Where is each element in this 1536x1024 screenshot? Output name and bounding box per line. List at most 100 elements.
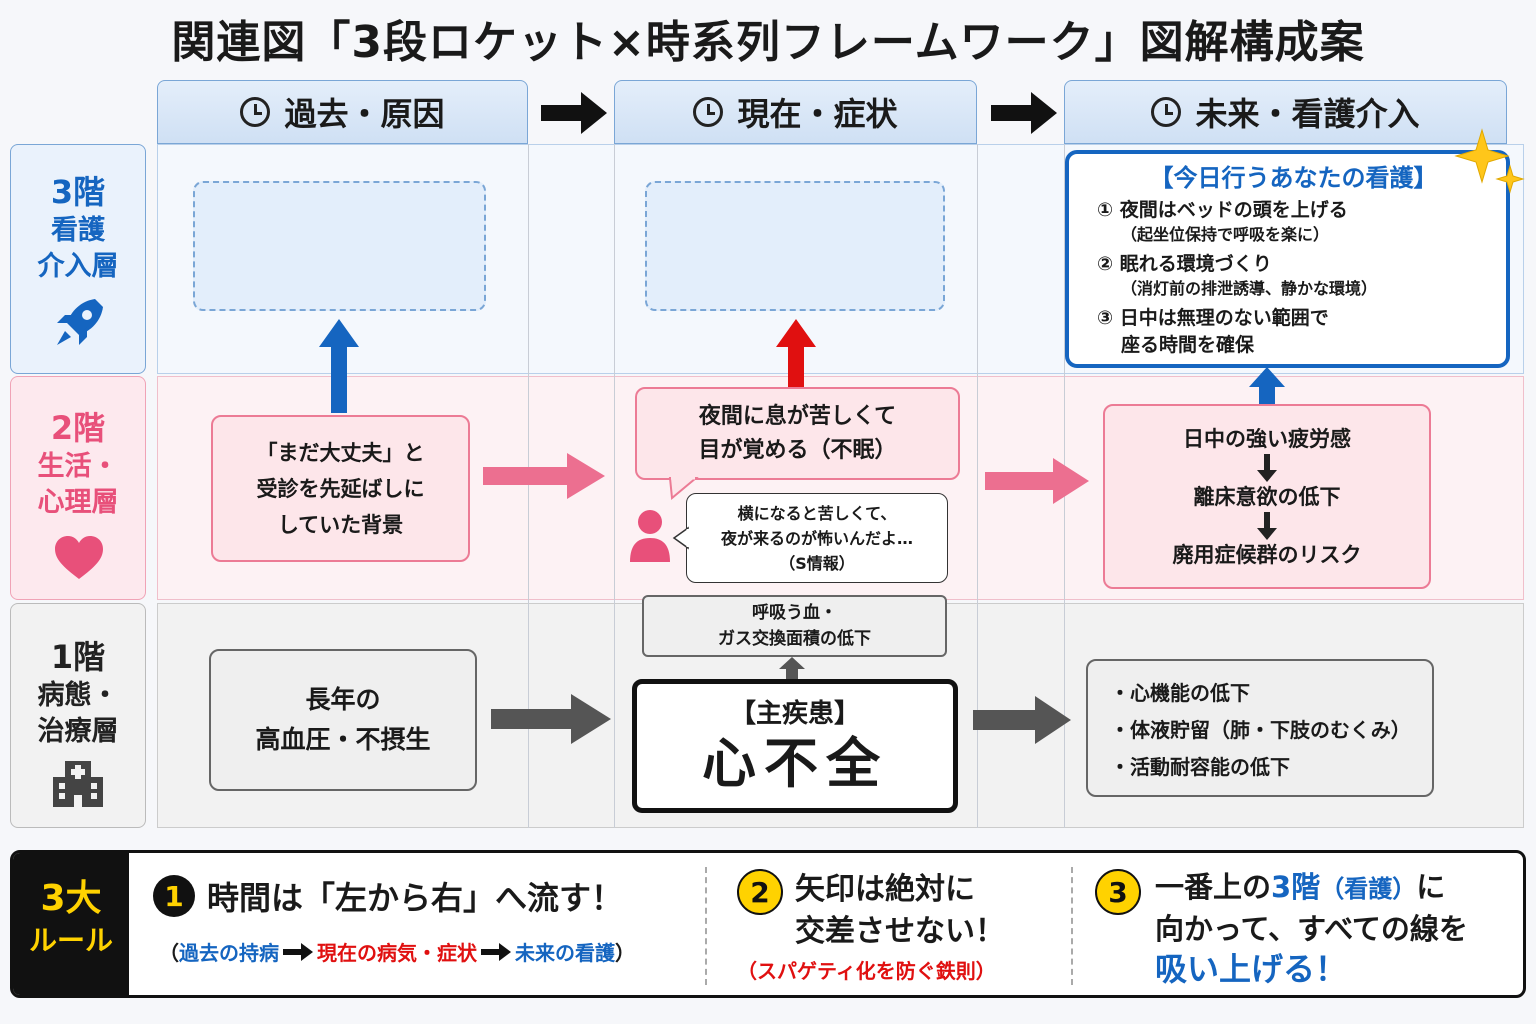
rules-heading: 3大 ルール [13,853,129,995]
speech-tail [672,526,690,550]
rule-text-emphasis: 吸い上げる！ [1155,950,1348,988]
speech-text: （S情報） [779,553,855,573]
main-disease-name: 心不全 [702,732,888,795]
patient-icon [630,510,670,562]
column-divider [614,144,615,828]
rule-text: 向かって、すべての線を [1155,912,1468,946]
clock-icon [1151,97,1182,127]
rule-number: 2 [737,869,783,915]
column-divider [977,144,978,828]
column-label: 現在・症状 [737,95,898,133]
column-divider [528,144,529,828]
page-title: 関連図「3段ロケット×時系列フレームワーク」図解構成案 [171,17,1365,68]
nursing-item: ③ 日中は無理のない範囲で [1097,307,1329,329]
rule-number: 1 [153,875,195,917]
life-present-box: 夜間に息が苦しくて 目が覚める（不眠） [635,387,960,480]
box-text: 呼吸う血・ [752,603,837,623]
box-text: ・活動耐容能の低下 [1110,755,1290,779]
floor-number: 3階 [50,173,106,211]
rule-title: 矢印は絶対に [795,872,975,907]
rule-number: 3 [1095,869,1141,915]
nursing-item-note: （起坐位保持で呼吸を楽に） [1121,225,1330,244]
nursing-item: ① 夜間はベッドの頭を上げる [1097,199,1348,221]
nursing-item-cont: 座る時間を確保 [1121,334,1255,356]
speech-text: 夜が来るのが怖いんだよ… [720,528,913,548]
rule-title: 時間は「左から右」へ流す！ [207,879,624,917]
heart-icon [55,536,103,579]
floor-number: 1階 [50,638,106,676]
arrow-down-icon [1257,511,1277,540]
nursing-plan-box: 【今日行うあなたの看護】 ① 夜間はベッドの頭を上げる （起坐位保持で呼吸を楽に… [1065,150,1510,368]
box-text: ・体液貯留（肺・下肢のむくみ） [1110,718,1411,742]
rule-sub-present: 現在の病気・症状 [317,941,477,965]
column-label: 過去・原因 [284,95,445,133]
box-text: 目が覚める（不眠） [698,437,897,463]
rule-text-highlight: （看護） [1320,875,1417,903]
arrow-right-icon [991,92,1057,134]
row-label-floor1: 1階 病態・ 治療層 [10,603,146,828]
arrow-right-icon [541,92,607,134]
arrow-right-icon [283,942,313,961]
callout-tail [668,476,699,500]
nursing-item-note: （消灯前の排泄誘導、静かな環境） [1121,279,1378,298]
empty-placeholder-box [193,181,486,311]
life-past-box: 「まだ大丈夫」と 受診を先延ばしに していた背景 [211,415,470,562]
rule-2: 2 矢印は絶対に 交差させない！ （スパゲティ化を防ぐ鉄則） [737,869,1067,984]
floor-number: 2階 [50,409,106,447]
floor-name: 治療層 [37,716,119,747]
floor-name: 生活・ [37,451,119,482]
rule-sub: （スパゲティ化を防ぐ鉄則） [737,959,996,983]
box-text: 長年の [305,685,381,714]
arrow-right-grey-icon [973,696,1071,744]
empty-placeholder-box [645,181,945,311]
box-text: 離床意欲の低下 [1193,484,1341,509]
box-text: 高血圧・不摂生 [255,725,431,754]
rule-1: 1 時間は「左から右」へ流す！ （ 過去の持病 現在の病気・症状 未来の看護 ） [153,873,713,966]
box-text: 夜間に息が苦しくて [698,403,897,429]
rule-text-highlight: 3階 [1271,870,1321,904]
sparkle-icon [1454,128,1525,194]
clock-icon [240,97,271,127]
arrow-up-red-icon [776,319,816,387]
nursing-plan-heading: 【今日行うあなたの看護】 [1149,164,1438,192]
column-header-present: 現在・症状 [614,80,977,144]
floor-name: 介入層 [37,251,119,282]
life-future-box: 日中の強い疲労感 離床意欲の低下 廃用症候群のリスク [1103,404,1431,589]
row-label-floor2: 2階 生活・ 心理層 [10,376,146,600]
rules-heading-text: 3大 [40,878,102,919]
rule-text: 一番上の [1155,870,1272,904]
respiratory-box: 呼吸う血・ ガス交換面積の低下 [642,595,947,657]
clock-icon [693,97,724,127]
box-text: ・心機能の低下 [1110,681,1250,705]
box-text: ガス交換面積の低下 [718,629,871,649]
floor-name: 心理層 [37,487,119,518]
box-text: していた背景 [277,512,404,537]
row-label-floor3: 3階 看護 介入層 [10,144,146,374]
nursing-item: ② 眠れる環境づくり [1097,253,1272,275]
floor-name: 看護 [51,215,105,246]
column-header-future: 未来・看護介入 [1064,80,1507,144]
disease-future-box: ・心機能の低下 ・体液貯留（肺・下肢のむくみ） ・活動耐容能の低下 [1086,659,1434,797]
rule-sub-future: 未来の看護 [515,941,615,965]
hospital-icon [53,761,103,807]
speech-text: 横になると苦しくて、 [737,503,897,523]
rules-heading-text: ルール [28,924,113,957]
rules-divider [1071,867,1073,985]
column-header-past: 過去・原因 [157,80,528,144]
main-disease-box: 【主疾患】 心不全 [632,679,958,813]
arrow-right-grey-icon [491,694,611,744]
rules-panel: 3大 ルール 1 時間は「左から右」へ流す！ （ 過去の持病 現在の病気・症状 … [10,850,1526,998]
rule-paren: ） [615,941,635,965]
rule-sub-past: 過去の持病 [179,941,279,965]
column-label: 未来・看護介入 [1195,95,1420,133]
box-text: 受診を先延ばしに [256,476,425,501]
rules-divider [705,867,707,985]
arrow-up-blue-icon [1249,367,1285,405]
arrow-up-blue-icon [319,319,359,413]
patient-speech-bubble: 横になると苦しくて、 夜が来るのが怖いんだよ… （S情報） [686,493,948,583]
main-disease-label: 【主疾患】 [729,699,860,729]
arrow-up-grey-icon [779,657,805,679]
rocket-icon [57,299,103,345]
arrow-right-pink-icon [483,453,605,499]
arrow-down-icon [1257,453,1277,482]
